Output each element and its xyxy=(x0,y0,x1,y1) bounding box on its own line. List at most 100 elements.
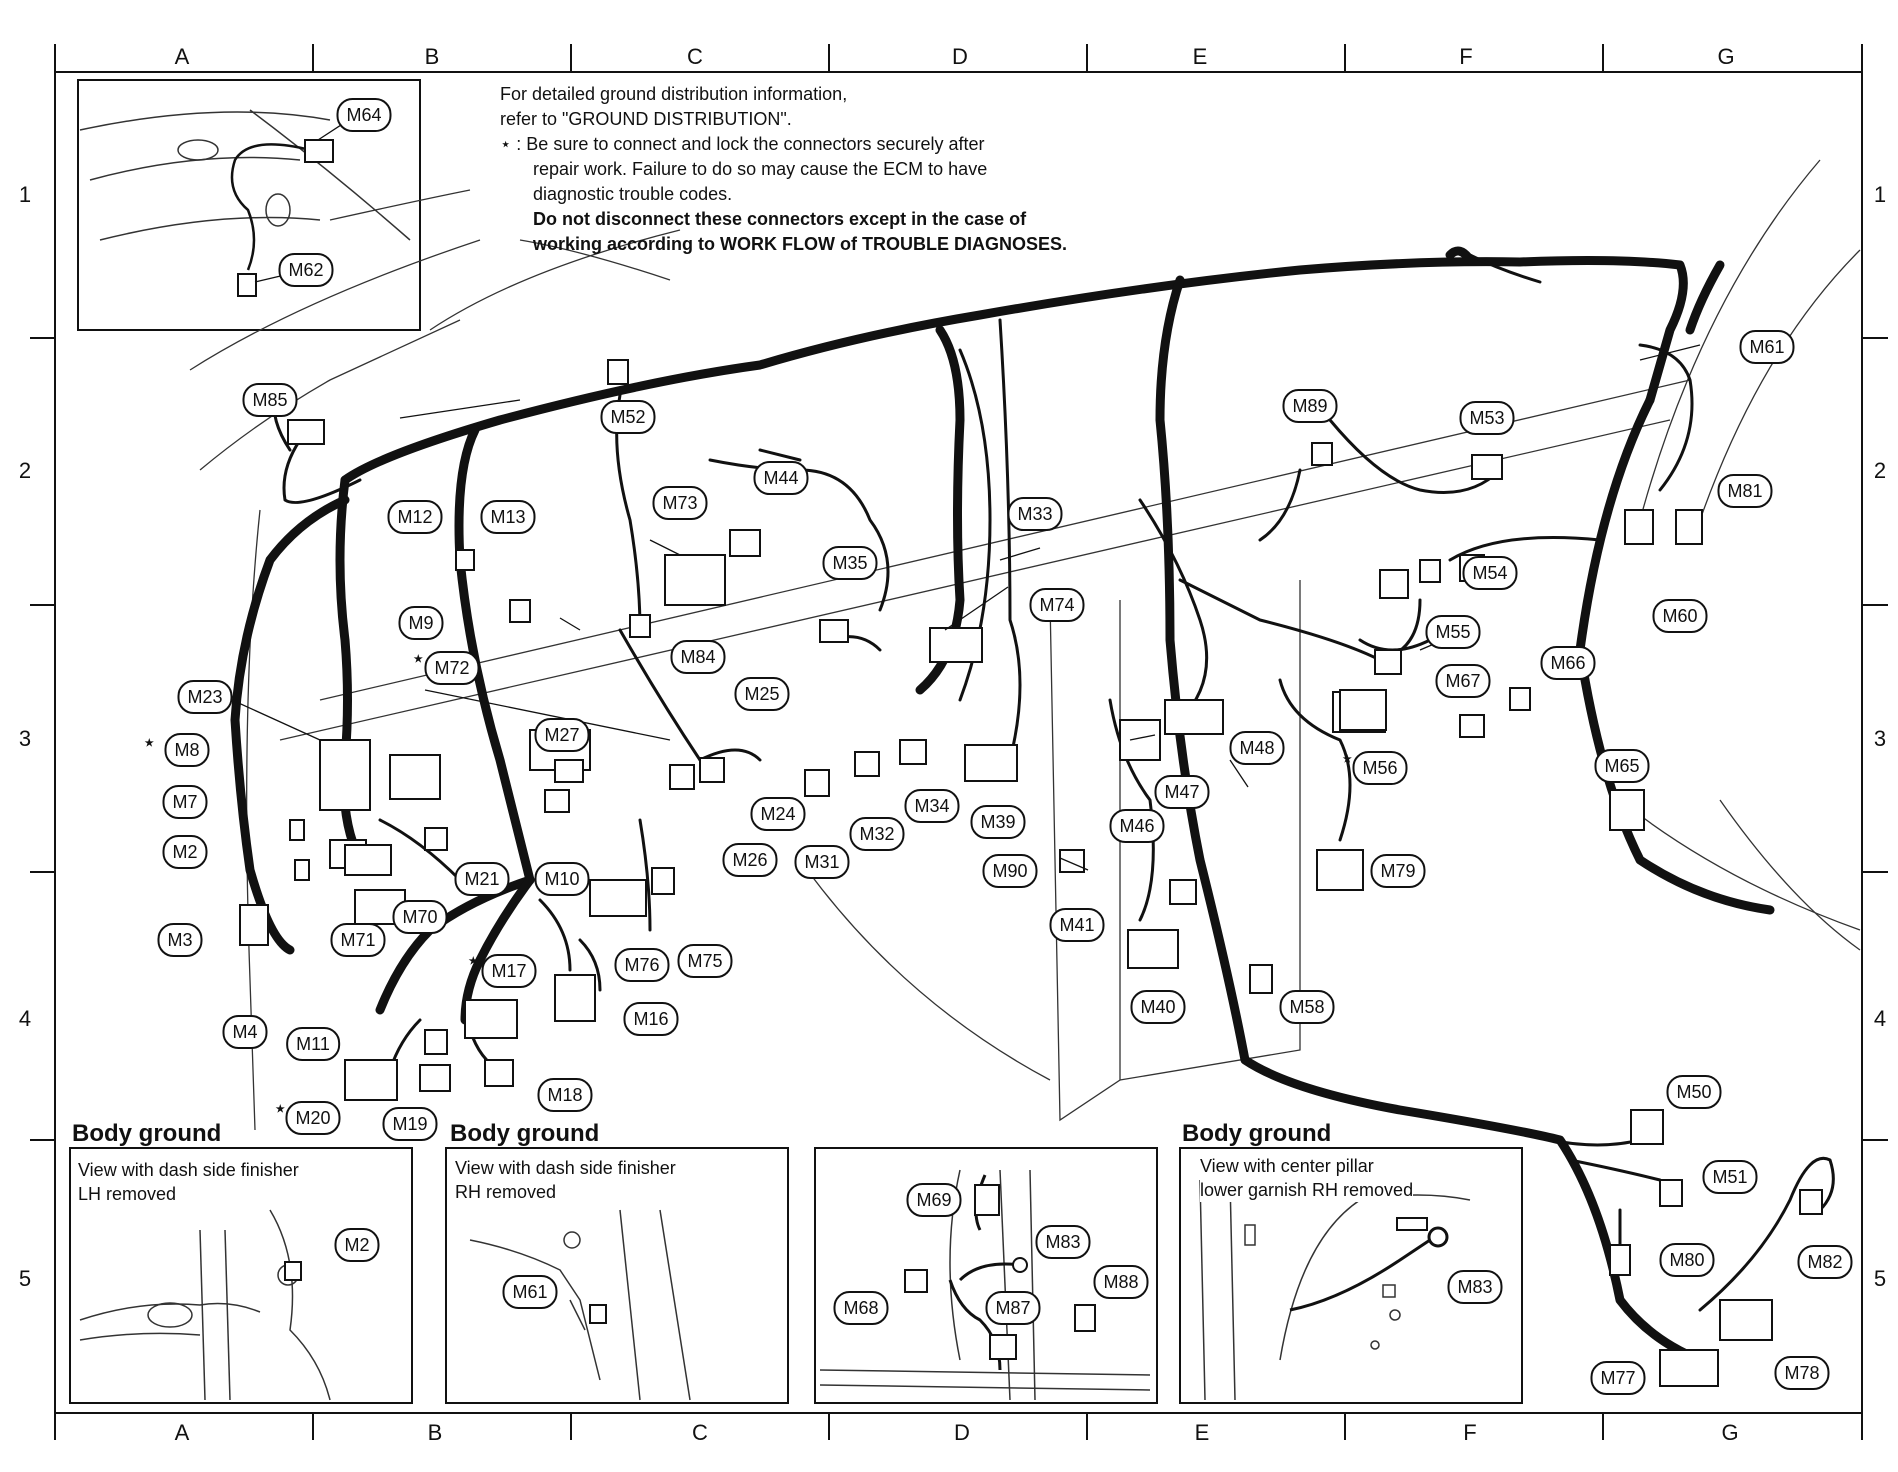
connector-label-m85: M85 xyxy=(242,383,298,417)
connector-label-m17: M17 xyxy=(481,954,537,988)
connector-label-m33: M33 xyxy=(1007,497,1063,531)
row-label-2-right: 2 xyxy=(1873,458,1887,483)
connector-label-m83-ground: M83 xyxy=(1447,1270,1503,1304)
row-label-2: 2 xyxy=(18,458,32,483)
connector-label-m32: M32 xyxy=(849,817,905,851)
row-label-3-right: 3 xyxy=(1873,726,1887,751)
note-line-3-text: Be sure to connect and lock the connecto… xyxy=(526,134,985,154)
connector-label-m35: M35 xyxy=(822,546,878,580)
connector-label-m90: M90 xyxy=(982,854,1038,888)
connector-label-m44: M44 xyxy=(753,461,809,495)
row-label-3: 3 xyxy=(18,726,32,751)
star-marker-m8: ⋆ xyxy=(143,732,156,754)
column-label-d: D xyxy=(952,44,968,69)
body-ground-caption-1a: View with dash side finisher xyxy=(78,1158,299,1182)
column-label-d-bottom: D xyxy=(954,1420,970,1445)
row-label-1: 1 xyxy=(18,182,32,207)
connector-label-m31: M31 xyxy=(794,845,850,879)
connector-label-m67: M67 xyxy=(1435,664,1491,698)
connector-label-m11: M11 xyxy=(286,1027,340,1061)
connector-label-m83-middle: M83 xyxy=(1035,1225,1091,1259)
connector-label-m16: M16 xyxy=(623,1002,679,1036)
body-ground-caption-3a: View with center pillar xyxy=(1200,1154,1374,1178)
connector-label-m66: M66 xyxy=(1540,646,1596,680)
connector-label-m39: M39 xyxy=(970,805,1026,839)
connector-label-m79: M79 xyxy=(1370,854,1426,888)
star-marker-m9: ⋆ xyxy=(412,648,425,670)
connector-label-m25: M25 xyxy=(734,677,790,711)
column-label-g-bottom: G xyxy=(1721,1420,1739,1445)
connector-label-m77: M77 xyxy=(1590,1361,1646,1395)
connector-label-m71: M71 xyxy=(330,923,386,957)
body-ground-title-3: Body ground xyxy=(1182,1120,1332,1147)
connector-label-m40: M40 xyxy=(1130,990,1186,1024)
note-line-3: ⋆ : Be sure to connect and lock the conn… xyxy=(500,132,1220,157)
column-label-e-bottom: E xyxy=(1194,1420,1210,1445)
column-label-b: B xyxy=(424,44,440,69)
row-label-5-right: 5 xyxy=(1873,1266,1887,1291)
connector-label-m74: M74 xyxy=(1029,588,1085,622)
connector-label-m80: M80 xyxy=(1659,1243,1715,1277)
connector-label-m76: M76 xyxy=(614,948,670,982)
connector-label-m9: M9 xyxy=(398,606,444,640)
connector-label-m7: M7 xyxy=(162,785,208,819)
connector-label-m12: M12 xyxy=(387,500,443,534)
note-line-1: For detailed ground distribution informa… xyxy=(500,84,848,104)
body-ground-title-2: Body ground xyxy=(450,1120,600,1147)
row-label-1-right: 1 xyxy=(1873,182,1887,207)
connector-label-m54: M54 xyxy=(1462,556,1518,590)
body-ground-caption-1b: LH removed xyxy=(78,1182,177,1206)
connector-label-m47: M47 xyxy=(1154,775,1210,809)
connector-label-m61: M61 xyxy=(1739,330,1795,364)
connector-label-m55: M55 xyxy=(1425,615,1481,649)
connector-label-m27: M27 xyxy=(534,718,590,752)
column-label-c-bottom: C xyxy=(692,1420,708,1445)
connector-label-m78: M78 xyxy=(1774,1356,1830,1390)
connector-label-m46: M46 xyxy=(1109,809,1165,843)
connector-label-m53: M53 xyxy=(1459,401,1515,435)
connector-label-m26: M26 xyxy=(722,843,778,877)
body-ground-caption-2a: View with dash side finisher xyxy=(455,1156,676,1180)
connector-label-m3: M3 xyxy=(157,923,203,957)
connector-label-m23: M23 xyxy=(177,680,233,714)
connector-label-m65: M65 xyxy=(1594,749,1650,783)
row-label-4: 4 xyxy=(18,1006,32,1031)
connector-label-m58: M58 xyxy=(1279,990,1335,1024)
column-label-e: E xyxy=(1192,44,1208,69)
connector-label-m68: M68 xyxy=(833,1291,889,1325)
note-line-5: diagnostic trouble codes. xyxy=(533,184,733,204)
note-line-2: refer to "GROUND DISTRIBUTION". xyxy=(500,109,792,129)
connector-label-m2: M2 xyxy=(162,835,208,869)
connector-label-m64: M64 xyxy=(336,98,392,132)
connector-label-m50: M50 xyxy=(1666,1075,1722,1109)
connector-label-m8: M8 xyxy=(164,733,210,767)
column-label-a-bottom: A xyxy=(174,1420,190,1445)
connector-label-m84: M84 xyxy=(670,640,726,674)
connector-label-m69: M69 xyxy=(906,1183,962,1217)
connector-label-m41: M41 xyxy=(1049,908,1105,942)
connector-label-m75: M75 xyxy=(677,944,733,978)
connector-label-m62: M62 xyxy=(278,253,334,287)
body-ground-title-1: Body ground xyxy=(72,1120,222,1147)
column-label-f-bottom: F xyxy=(1463,1420,1477,1445)
connector-label-m20: M20 xyxy=(285,1101,341,1135)
connector-label-m34: M34 xyxy=(904,789,960,823)
star-marker-m20: ⋆ xyxy=(274,1098,287,1120)
connector-label-m81: M81 xyxy=(1717,474,1773,508)
note-line-6: Do not disconnect these connectors excep… xyxy=(533,209,1027,229)
body-ground-caption-2b: RH removed xyxy=(455,1180,557,1204)
connector-label-m70: M70 xyxy=(392,900,448,934)
connector-label-m18: M18 xyxy=(537,1078,593,1112)
connector-label-m87: M87 xyxy=(985,1291,1041,1325)
connector-label-m72: M72 xyxy=(424,651,480,685)
connector-label-m56: M56 xyxy=(1352,751,1408,785)
connector-label-m61-ground: M61 xyxy=(502,1275,558,1309)
column-label-a: A xyxy=(174,44,190,69)
column-label-f: F xyxy=(1459,44,1473,69)
connector-label-m4: M4 xyxy=(222,1015,268,1049)
connector-label-m82: M82 xyxy=(1797,1245,1853,1279)
connector-label-m89: M89 xyxy=(1282,389,1338,423)
body-ground-caption-3b: lower garnish RH removed xyxy=(1200,1178,1414,1202)
column-label-c: C xyxy=(687,44,703,69)
